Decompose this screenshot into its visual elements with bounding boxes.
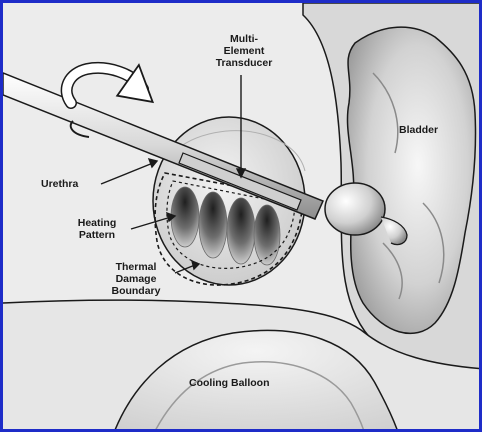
probe-tip-balloon <box>325 183 385 235</box>
label-bladder: Bladder <box>399 124 438 136</box>
label-heating-pattern: Heating Pattern <box>65 217 129 241</box>
label-multi-element-transducer: Multi- Element Transducer <box>199 33 289 69</box>
label-thermal-damage-boundary: Thermal Damage Boundary <box>99 261 173 297</box>
label-urethra: Urethra <box>41 178 78 190</box>
label-cooling-balloon: Cooling Balloon <box>189 377 270 389</box>
